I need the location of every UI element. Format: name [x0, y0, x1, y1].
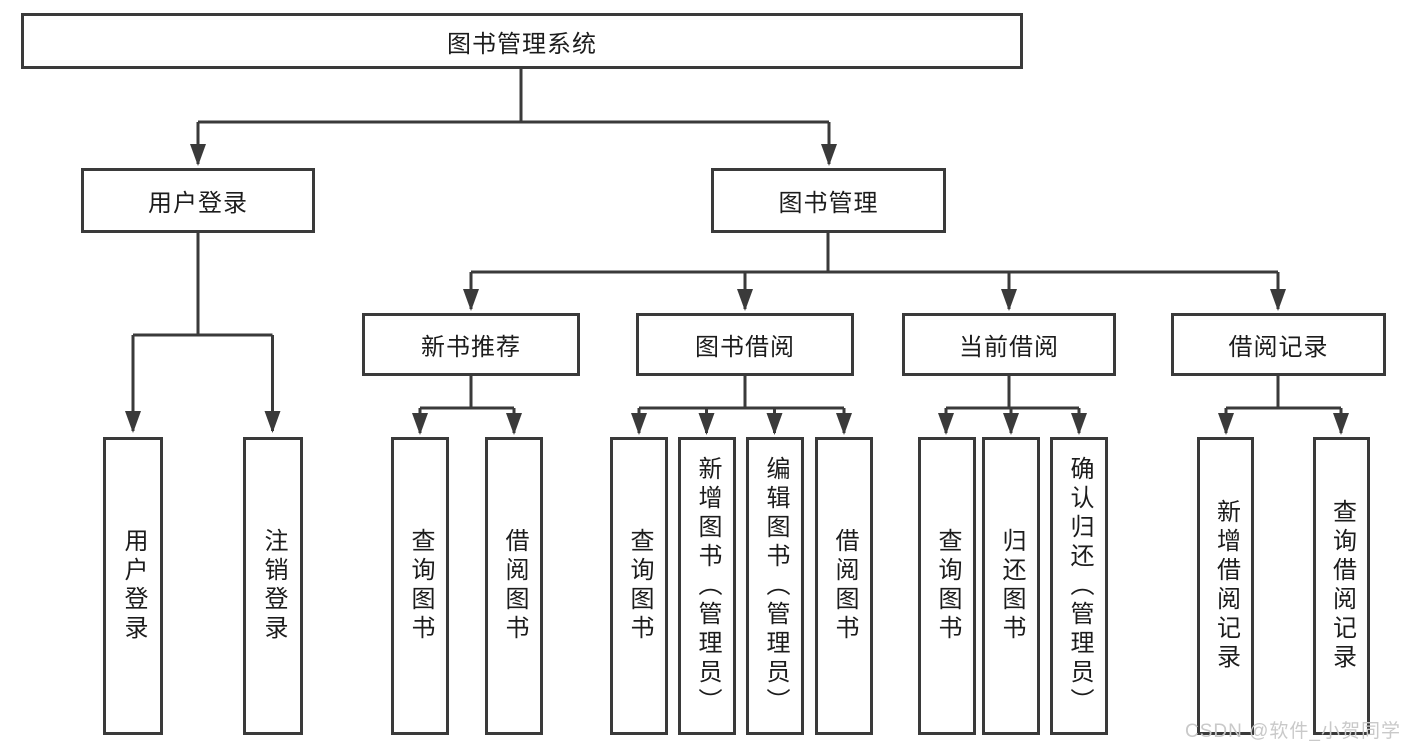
node-borrow-records: 借阅记录 [1171, 313, 1386, 376]
leaf-bb-query-books: 查询图书 [610, 437, 668, 735]
node-label: 注销登录 [260, 528, 287, 644]
leaf-nb-query-books: 查询图书 [391, 437, 449, 735]
node-label: 查询借阅记录 [1328, 499, 1356, 673]
node-book-borrow: 图书借阅 [636, 313, 854, 376]
leaf-cb-confirm-return-admin: 确认归还（管理员） [1050, 437, 1108, 735]
node-current-borrow: 当前借阅 [902, 313, 1116, 376]
node-root: 图书管理系统 [21, 13, 1023, 69]
leaf-bb-edit-books-admin: 编辑图书（管理员） [746, 437, 804, 735]
node-label: 新书推荐 [421, 334, 521, 361]
leaf-cb-return-books: 归还图书 [982, 437, 1040, 735]
node-label: 编辑图书（管理员） [762, 455, 789, 717]
node-label: 当前借阅 [959, 334, 1059, 361]
leaf-logout: 注销登录 [243, 437, 303, 735]
leaf-br-query-record: 查询借阅记录 [1313, 437, 1370, 735]
watermark: CSDN @软件_小贺同学 [1185, 721, 1401, 742]
node-label: 图书借阅 [695, 334, 795, 361]
node-label: 借阅图书 [831, 528, 858, 644]
node-label: 图书管理系统 [447, 30, 597, 58]
node-new-book-recommend: 新书推荐 [362, 313, 580, 376]
leaf-bb-borrow-books: 借阅图书 [815, 437, 873, 735]
node-label: 确认归还（管理员） [1066, 455, 1093, 717]
node-label: 归还图书 [998, 528, 1025, 644]
leaf-user-login: 用户登录 [103, 437, 163, 735]
leaf-nb-borrow-books: 借阅图书 [485, 437, 543, 735]
node-user-login: 用户登录 [81, 168, 315, 233]
node-book-management: 图书管理 [711, 168, 946, 233]
node-label: 新增图书（管理员） [694, 455, 721, 717]
leaf-br-add-record: 新增借阅记录 [1197, 437, 1254, 735]
node-label: 借阅图书 [501, 528, 528, 644]
leaf-cb-query-books: 查询图书 [918, 437, 976, 735]
node-label: 借阅记录 [1228, 334, 1329, 361]
leaf-bb-add-books-admin: 新增图书（管理员） [678, 437, 736, 735]
node-label: 图书管理 [778, 190, 879, 217]
node-label: 新增借阅记录 [1212, 499, 1240, 673]
node-label: 用户登录 [120, 528, 147, 644]
node-label: 查询图书 [407, 528, 434, 644]
node-label: 查询图书 [626, 528, 653, 644]
node-label: 用户登录 [148, 190, 248, 217]
node-label: 查询图书 [934, 528, 961, 644]
